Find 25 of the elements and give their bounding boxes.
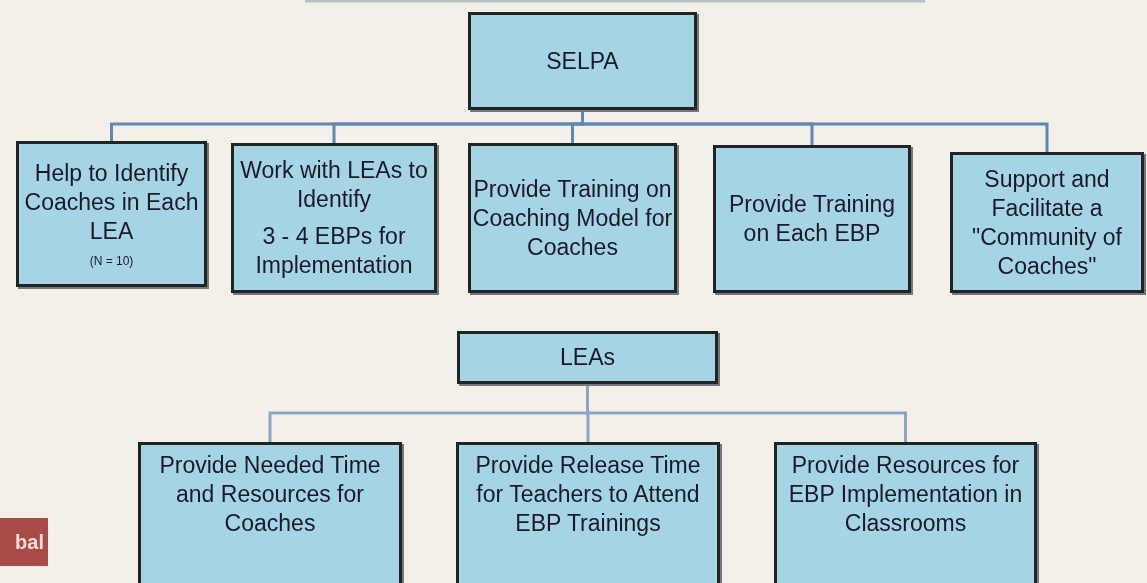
task-text: Provide Training on Coaching Model for Coaches — [471, 174, 674, 262]
task-text: Provide Training on Each EBP — [727, 190, 897, 248]
tab-label: bal — [0, 518, 48, 566]
task-text: Help to Identify Coaches in Each LEA — [23, 158, 200, 246]
task-box — [713, 145, 911, 293]
task-box — [456, 442, 720, 583]
task-text: Work with LEAs to Identify — [239, 156, 429, 214]
task-text: Provide Needed Time and Resources for Coaches — [158, 451, 382, 538]
org-box — [468, 12, 697, 110]
task-box — [138, 442, 402, 583]
task-box — [231, 143, 437, 293]
connector-line — [586, 384, 907, 442]
task-text: 3 - 4 EBPs for Implementation — [254, 222, 414, 280]
org-box — [457, 331, 718, 384]
org-name: SELPA — [546, 46, 619, 76]
task-box — [774, 442, 1037, 583]
count-note: (N = 10) — [89, 252, 134, 270]
task-box — [950, 152, 1144, 293]
task-box — [468, 143, 677, 293]
task-text: Provide Resources for EBP Implementation in Classrooms — [787, 451, 1024, 538]
task-text: Support and Facilitate a "Community of Coaches" — [970, 164, 1123, 281]
connector-line — [581, 110, 1049, 152]
org-name: LEAs — [560, 343, 615, 372]
task-text: Provide Release Time for Teachers to Attend EBP Trainings — [474, 451, 702, 538]
task-box — [16, 141, 207, 287]
